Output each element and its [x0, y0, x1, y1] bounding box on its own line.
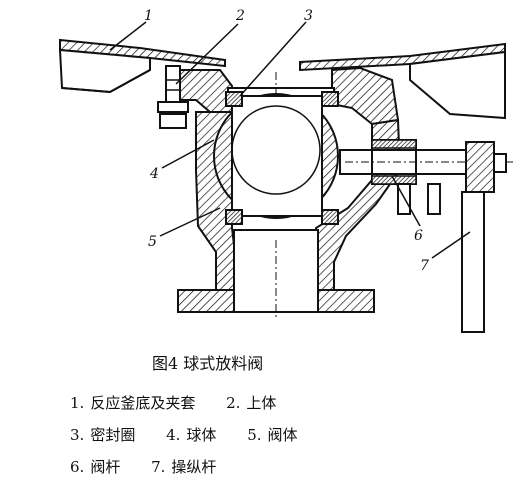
legend-number: 6.: [70, 458, 85, 476]
upper-body: [174, 66, 400, 126]
callout-1: 1: [144, 8, 153, 24]
callout-3: 3: [304, 8, 313, 24]
ball: [213, 72, 339, 219]
legend-label: 球体: [186, 426, 217, 444]
legend-item: 2. 上体: [226, 392, 276, 413]
ball-valve-drawing: 1 2 3 4 5 6 7: [58, 8, 515, 333]
legend-label: 操纵杆: [171, 458, 217, 476]
legend-row-2: 3. 密封圈 4. 球体 5. 阀体: [70, 424, 324, 448]
legend-item: 7. 操纵杆: [151, 456, 216, 477]
callout-7: 7: [420, 258, 429, 274]
callout-4: 4: [149, 166, 159, 182]
legend-row-1: 1. 反应釜底及夹套 2. 上体: [70, 392, 302, 416]
stud-bolt: [157, 65, 189, 129]
operating-handle: [461, 141, 507, 333]
legend-row-3: 6. 阀杆 7. 操纵杆: [70, 456, 242, 480]
callout-6: 6: [414, 228, 423, 244]
legend-item: 4. 球体: [166, 424, 216, 445]
reactor-jacket-right: [299, 42, 506, 120]
sealing-rings: [225, 91, 339, 225]
legend-label: 反应釜底及夹套: [90, 394, 196, 412]
legend-number: 4.: [166, 426, 181, 444]
callout-2: 2: [235, 8, 245, 24]
callout-5: 5: [148, 234, 157, 250]
caption-title: 图4 球式放料阀: [152, 354, 264, 373]
legend-number: 3.: [70, 426, 85, 444]
leader-lines: [109, 21, 471, 259]
legend-label: 阀杆: [90, 458, 121, 476]
reactor-jacket-left: [58, 38, 226, 94]
legend-item: 3. 密封圈: [70, 424, 135, 445]
legend-item: 6. 阀杆: [70, 456, 120, 477]
legend-number: 2.: [226, 394, 241, 412]
legend-number: 5.: [247, 426, 262, 444]
legend-label: 上体: [246, 394, 277, 412]
legend-number: 1.: [70, 394, 85, 412]
figure-caption: 图4 球式放料阀: [0, 350, 526, 374]
legend-number: 7.: [151, 458, 166, 476]
legend-label: 阀体: [267, 426, 298, 444]
legend-label: 密封圈: [90, 426, 136, 444]
legend-item: 1. 反应釜底及夹套: [70, 392, 195, 413]
legend-item: 5. 阀体: [247, 424, 297, 445]
